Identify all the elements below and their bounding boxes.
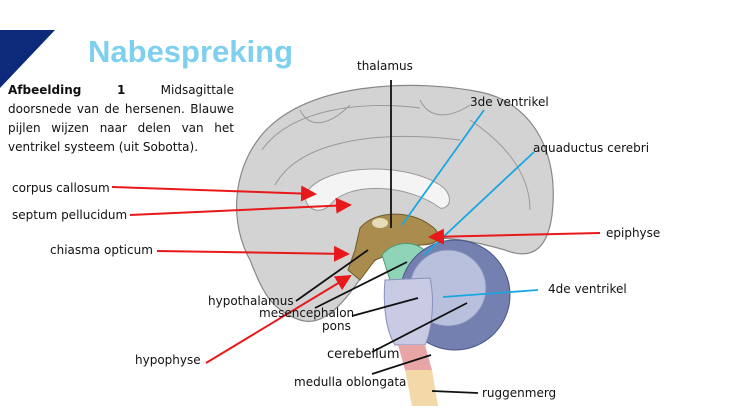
label-chiasma: chiasma opticum <box>50 243 153 257</box>
label-mesencephalon: mesencephalon <box>259 306 355 320</box>
figure-caption: Afbeelding 1 Midsagittale doorsnede van … <box>8 81 234 157</box>
pons-region <box>383 277 433 346</box>
label-medulla: medulla oblongata <box>294 375 407 389</box>
label-cerebellum: cerebellum <box>327 347 400 362</box>
caption-label: Afbeelding 1 <box>8 83 126 97</box>
label-third-ventricle: 3de ventrikel <box>470 95 549 109</box>
spinal-cord <box>405 370 438 406</box>
caption-text: Midsagittale doorsnede van de hersenen. … <box>8 83 234 154</box>
label-thalamus: thalamus <box>357 59 413 73</box>
label-pons: pons <box>322 319 351 333</box>
label-aqueduct: aquaductus cerebri <box>533 141 650 155</box>
label-ruggenmerg: ruggenmerg <box>482 386 557 400</box>
label-corpus-callosum: corpus callosum <box>12 181 110 195</box>
slide-title: Nabespreking <box>88 34 294 69</box>
label-septum: septum pellucidum <box>12 208 128 222</box>
corpus-callosum <box>304 168 450 211</box>
label-hypothalamus: hypothalamus <box>208 294 294 308</box>
cerebrum <box>236 84 554 323</box>
medulla-region <box>398 345 432 370</box>
label-epiphyse: epiphyse <box>606 226 661 240</box>
label-fourth-ventricle: 4de ventrikel <box>548 282 627 296</box>
label-hypophyse: hypophyse <box>135 353 201 367</box>
corner-triangle <box>0 30 55 88</box>
